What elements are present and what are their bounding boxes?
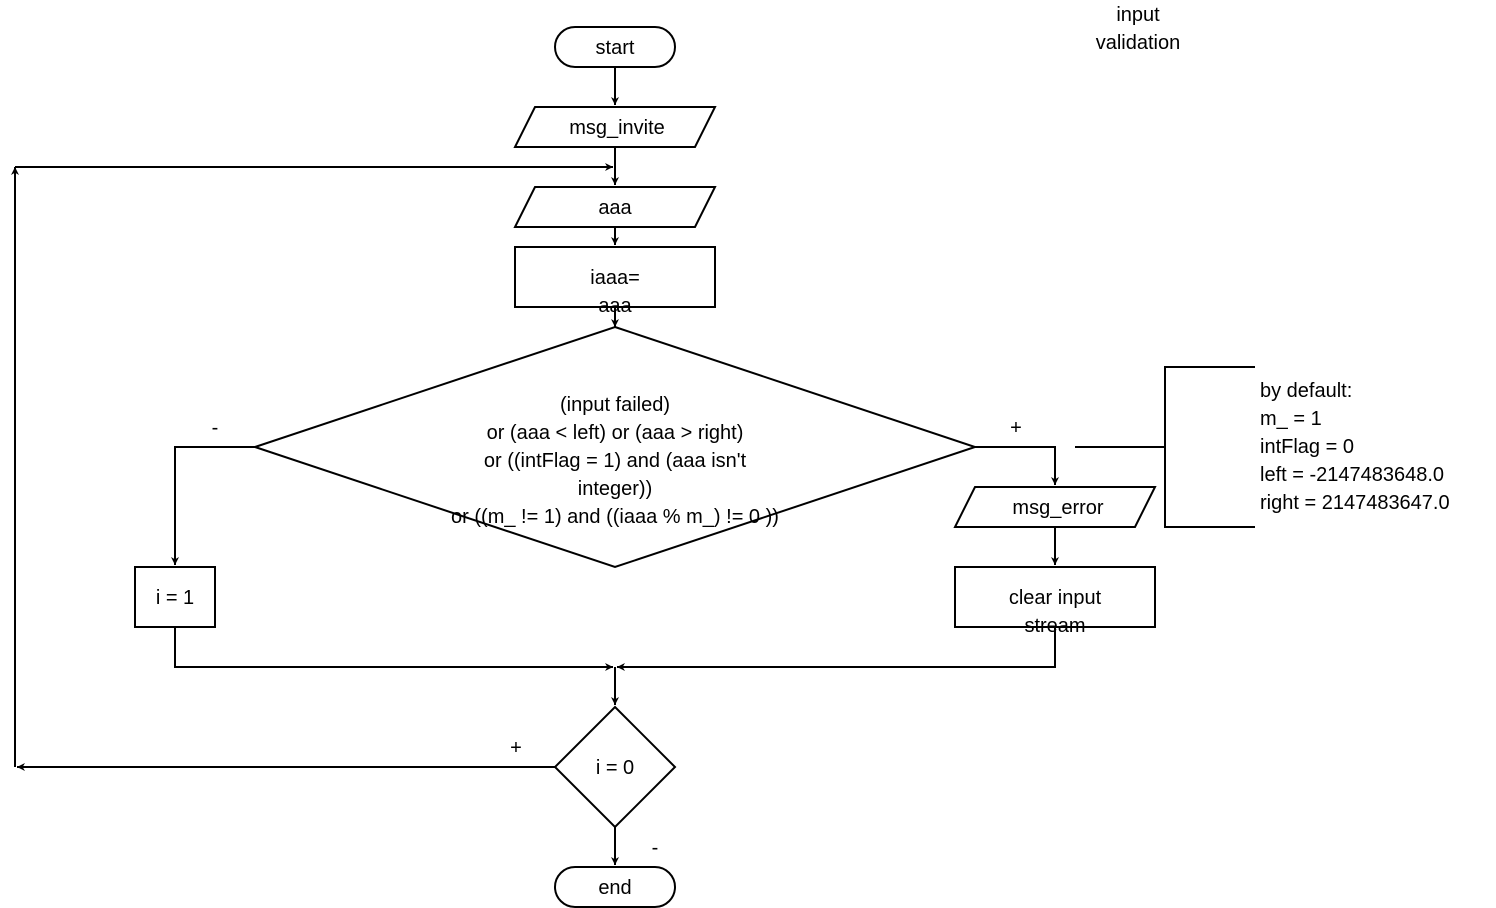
condition-line-4: integer)) [578, 478, 652, 500]
annotation-line-4: left = -2147483648.0 [1260, 464, 1444, 486]
edge-clear-to-merge [617, 627, 1056, 671]
msg-invite-label: msg_invite [569, 117, 665, 139]
start-node: start [554, 26, 676, 68]
annotation-line-5: right = 2147483647.0 [1260, 492, 1450, 514]
clear-stream-line-2: stream [1024, 615, 1085, 637]
edge-condition-false [171, 446, 255, 565]
set-i-label: i = 1 [156, 587, 194, 609]
set-i-process: i = 1 [134, 566, 216, 628]
start-label: start [596, 37, 635, 59]
condition-true-label: + [1010, 417, 1022, 439]
annotation-line-2: m_ = 1 [1260, 408, 1322, 430]
assign-iaaa-line-2: aaa [598, 295, 632, 317]
loop-check-label: i = 0 [596, 757, 634, 779]
loop-check-decision: i = 0 [553, 705, 677, 829]
assign-iaaa-line-1: iaaa= [590, 267, 640, 289]
input-aaa-label: aaa [598, 197, 632, 219]
edge-condition-true [975, 446, 1059, 485]
msg-error-label: msg_error [1012, 497, 1103, 519]
annotation-line-3: intFlag = 0 [1260, 436, 1354, 458]
condition-line-1: (input failed) [560, 394, 670, 416]
annotation-bracket [1164, 366, 1255, 528]
assign-iaaa-process: iaaa= aaa [514, 246, 716, 317]
loop-false-label: - [652, 837, 659, 859]
end-label: end [598, 877, 631, 899]
diagram-title-line-2: validation [1096, 32, 1181, 54]
msg-error-output: msg_error [953, 486, 1157, 528]
loop-true-label: + [510, 737, 522, 759]
input-aaa: aaa [513, 186, 717, 228]
condition-line-2: or (aaa < left) or (aaa > right) [487, 422, 744, 444]
condition-line-5: or ((m_ != 1) and ((iaaa % m_) != 0 )) [451, 506, 779, 528]
clear-stream-line-1: clear input [1009, 587, 1102, 609]
defaults-annotation: by default: m_ = 1 intFlag = 0 left = -2… [1075, 366, 1450, 528]
validation-condition-decision: (input failed) or (aaa < left) or (aaa >… [251, 325, 979, 569]
diagram-title-line-1: input [1116, 4, 1160, 26]
msg-invite-output: msg_invite [513, 106, 717, 148]
clear-stream-process: clear input stream [954, 566, 1156, 637]
condition-line-3: or ((intFlag = 1) and (aaa isn't [484, 450, 747, 472]
end-node: end [554, 866, 676, 908]
edge-set-i-to-merge [174, 627, 613, 671]
condition-false-label: - [212, 417, 219, 439]
annotation-line-1: by default: [1260, 380, 1352, 402]
